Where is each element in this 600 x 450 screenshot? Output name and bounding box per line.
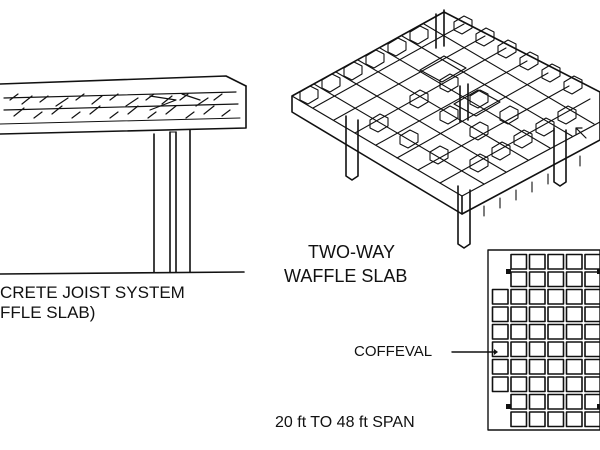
two-way-waffle-slab-drawing bbox=[291, 9, 600, 249]
coffer-cell bbox=[584, 306, 600, 323]
coffer-cell bbox=[491, 306, 509, 323]
coffer-cell bbox=[584, 288, 600, 305]
coffer-cell bbox=[510, 393, 528, 410]
span-label: 20 ft TO 48 ft SPAN bbox=[275, 414, 415, 431]
column-marker bbox=[506, 404, 511, 409]
coffer-cell bbox=[491, 341, 509, 358]
coffer-cell bbox=[510, 411, 528, 428]
coffer-cell bbox=[547, 323, 565, 340]
coffer-cell bbox=[565, 411, 583, 428]
waffle-plan-grid bbox=[487, 249, 600, 431]
coffer-cell bbox=[510, 271, 528, 288]
coffer-cell bbox=[565, 271, 583, 288]
coffer-cell bbox=[565, 306, 583, 323]
coffer-cell bbox=[584, 411, 600, 428]
coffer-cell bbox=[565, 288, 583, 305]
coffer-cell bbox=[565, 358, 583, 375]
coffer-cell bbox=[528, 341, 546, 358]
coffer-cell bbox=[547, 358, 565, 375]
coffer-cell bbox=[547, 271, 565, 288]
coffer-cell bbox=[510, 376, 528, 393]
coffer-cell bbox=[584, 271, 600, 288]
coffer-cell bbox=[584, 253, 600, 270]
two-way-label-line-2: WAFFLE SLAB bbox=[284, 266, 408, 286]
column-marker bbox=[506, 269, 511, 274]
joist-system-label-line-2: FFLE SLAB) bbox=[0, 303, 96, 322]
joist-system-drawing bbox=[0, 75, 247, 275]
coffer-cell bbox=[565, 341, 583, 358]
coffer-cell bbox=[565, 393, 583, 410]
coffer-cell bbox=[584, 376, 600, 393]
coffer-cell bbox=[491, 376, 509, 393]
coffer-cell bbox=[510, 358, 528, 375]
column-marker bbox=[597, 269, 600, 274]
coffer-cell bbox=[528, 376, 546, 393]
coffer-cell bbox=[547, 411, 565, 428]
coffer-cell bbox=[528, 393, 546, 410]
coffer-cell bbox=[547, 288, 565, 305]
coffer-cell bbox=[510, 341, 528, 358]
two-way-label-line-1: TWO-WAY bbox=[308, 242, 395, 262]
coffer-cell bbox=[528, 271, 546, 288]
coffer-cell bbox=[528, 253, 546, 270]
plan-outline bbox=[487, 249, 600, 431]
coffer-cell bbox=[584, 341, 600, 358]
coffer-cell bbox=[510, 288, 528, 305]
coffer-cell bbox=[510, 253, 528, 270]
coffer-cell bbox=[584, 323, 600, 340]
coffer-cell bbox=[547, 393, 565, 410]
column-marker bbox=[597, 404, 600, 409]
coffer-cell bbox=[510, 306, 528, 323]
coffer-cell bbox=[510, 323, 528, 340]
coffer-cell bbox=[528, 306, 546, 323]
coffer-cell bbox=[528, 323, 546, 340]
coffer-cell bbox=[565, 376, 583, 393]
coffer-cell bbox=[584, 393, 600, 410]
coffeval-label: COFFEVAL bbox=[354, 343, 433, 360]
coffer-cell bbox=[491, 323, 509, 340]
coffer-cell bbox=[491, 288, 509, 305]
coffer-cell bbox=[528, 288, 546, 305]
coffer-cell bbox=[491, 358, 509, 375]
coffer-cell bbox=[547, 341, 565, 358]
coffer-cell bbox=[565, 323, 583, 340]
coffer-cell bbox=[547, 306, 565, 323]
coffer-cell bbox=[547, 253, 565, 270]
coffer-cell bbox=[528, 411, 546, 428]
coffer-cell bbox=[584, 358, 600, 375]
joist-system-label-line-1: CRETE JOIST SYSTEM bbox=[0, 283, 185, 302]
coffer-cell bbox=[565, 253, 583, 270]
coffer-cell bbox=[528, 358, 546, 375]
coffer-cell bbox=[547, 376, 565, 393]
